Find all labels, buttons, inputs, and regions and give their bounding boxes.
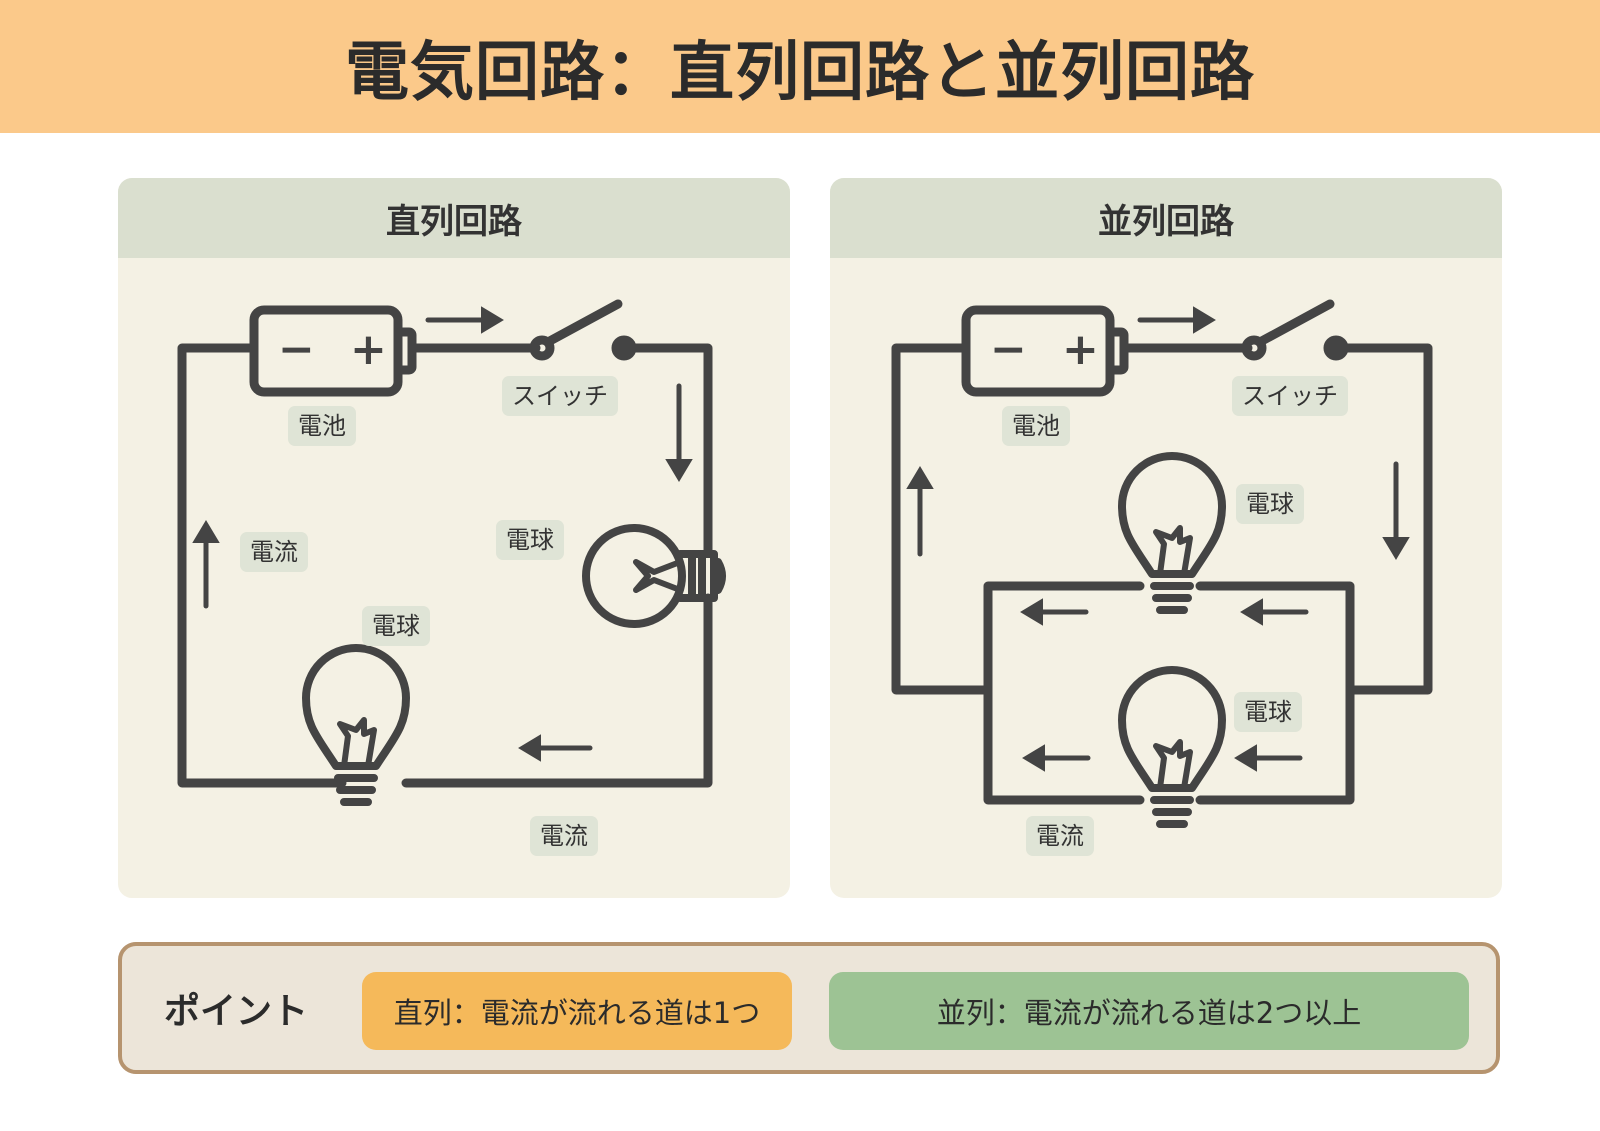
series-circuit-diagram: − + <box>177 299 726 806</box>
point-parallel-pill: 並列：電流が流れる道は2つ以上 <box>829 972 1469 1050</box>
parallel-switch-pivot <box>1241 335 1267 361</box>
series-switch-contact <box>611 335 637 361</box>
parallel-battery-minus: − <box>990 324 1027 375</box>
series-label-battery: 電池 <box>288 406 356 446</box>
series-bulb-bottom <box>302 644 410 806</box>
series-label-current-bottom: 電流 <box>530 816 598 856</box>
parallel-switch-contact <box>1323 335 1349 361</box>
parallel-panel-header: 並列回路 <box>830 178 1502 258</box>
series-battery-minus: − <box>278 324 315 375</box>
parallel-wire-left <box>891 343 993 695</box>
point-series-pill: 直列：電流が流れる道は1つ <box>362 972 792 1050</box>
parallel-label-bulb-top: 電球 <box>1236 484 1304 524</box>
parallel-branch-top <box>983 581 1355 695</box>
parallel-circuit-diagram: − + <box>891 299 1433 828</box>
parallel-branch-bottom <box>983 685 1355 805</box>
parallel-label-switch: スイッチ <box>1232 376 1348 416</box>
parallel-label-bulb-bottom: 電球 <box>1234 692 1302 732</box>
parallel-switch-lever <box>1255 299 1335 347</box>
points-title: ポイント <box>164 991 309 1032</box>
series-panel-title: 直列回路 <box>386 201 522 242</box>
series-wire-bottom <box>401 593 713 788</box>
series-wire-right <box>617 343 713 558</box>
series-battery-plus: + <box>350 324 387 375</box>
parallel-bulb-top <box>1118 452 1226 614</box>
series-label-bulb-right: 電球 <box>496 520 564 560</box>
series-switch-lever <box>543 299 623 347</box>
parallel-battery-plus: + <box>1062 324 1099 375</box>
parallel-wire-right <box>1329 343 1433 695</box>
parallel-circuit-panel: 並列回路 − + <box>830 178 1502 898</box>
parallel-label-battery: 電池 <box>1002 406 1070 446</box>
page-title: 電気回路：直列回路と並列回路 <box>345 35 1255 110</box>
parallel-panel-title: 並列回路 <box>1098 201 1234 242</box>
parallel-label-current-bottom: 電流 <box>1026 816 1094 856</box>
series-circuit-panel: 直列回路 − + <box>118 178 790 898</box>
series-panel-header: 直列回路 <box>118 178 790 258</box>
series-switch-pivot <box>529 335 555 361</box>
series-label-bulb-bottom: 電球 <box>362 606 430 646</box>
series-wire-left <box>177 343 347 788</box>
points-box: ポイント 直列：電流が流れる道は1つ 並列：電流が流れる道は2つ以上 <box>118 942 1500 1074</box>
series-label-current-left: 電流 <box>240 532 308 572</box>
title-banner: 電気回路：直列回路と並列回路 <box>0 0 1600 133</box>
parallel-bulb-bottom <box>1118 666 1226 828</box>
series-bulb-right <box>582 524 726 628</box>
series-label-switch: スイッチ <box>502 376 618 416</box>
